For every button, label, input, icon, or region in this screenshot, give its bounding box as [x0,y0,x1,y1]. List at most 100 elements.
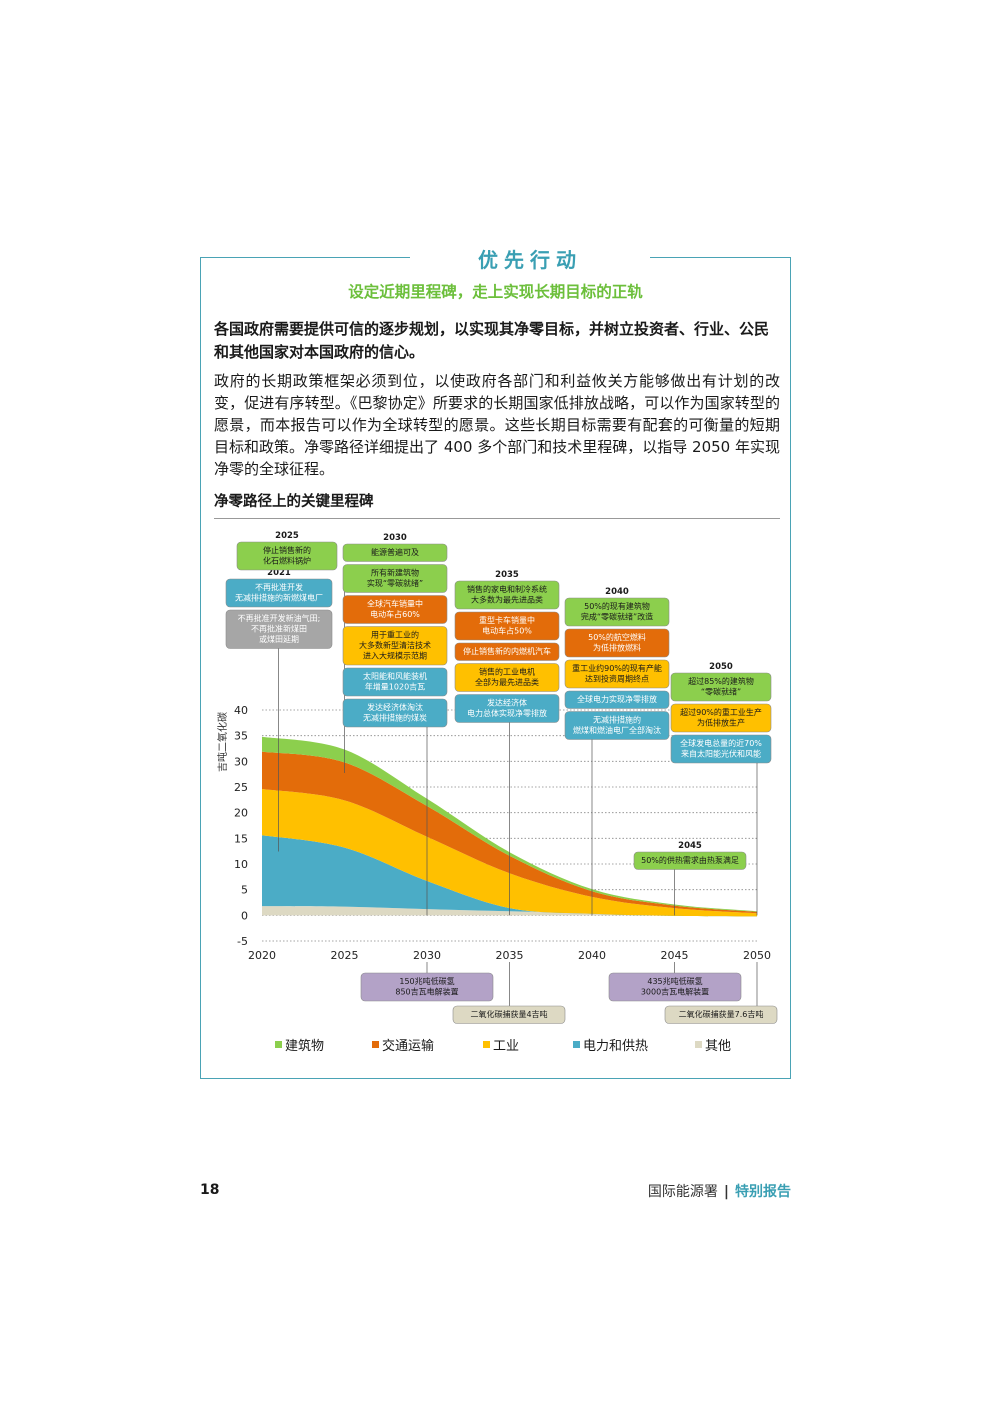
milestone-box-bottom [664,1005,778,1024]
milestone-box [454,642,560,661]
milestone-box-label: 来自太阳能光伏和风能 [681,749,761,759]
box-subtitle: 设定近期里程碑，走上实现长期目标的正轨 [348,283,643,301]
milestone-box [670,672,772,702]
milestone-box-label: 不再批准新煤田 [251,624,307,634]
footer-publisher: 国际能源署 [647,1184,718,1200]
milestone-box-label: 电动车占50% [482,626,532,636]
milestone-box-label: 达到投资周期终点 [585,674,649,684]
milestone-box-label: 燃煤和燃油电厂全部淘汰 [573,725,661,735]
milestone-box [564,711,670,740]
legend-label: 建筑物 [285,1038,324,1054]
milestone-box-label: 50%的航空燃料 [588,632,646,642]
milestone-box [342,595,448,624]
milestone-box-label: 能源普遍可及 [371,547,419,557]
milestone-box-label: 停止销售新的 [263,545,311,555]
milestone-box-bottom-label: 435兆吨低碳氢 [647,976,702,986]
footer-separator: | [723,1184,729,1200]
milestone-box-label: 所有新建筑物 [371,568,419,578]
milestone-box-label: 进入大规模示范期 [363,651,427,661]
y-tick-label: 0 [241,909,248,922]
milestone-box-label: 用于重工业的 [371,630,419,640]
box-top-right-border [650,257,791,258]
x-tick-label: 2045 [661,949,689,962]
x-tick-label: 2040 [578,949,606,962]
milestone-box-label: 电动车占60% [370,609,420,619]
milestone-box-label: 不再批准开发新油气田; [238,613,321,623]
legend-swatch [483,1041,490,1048]
page-number: 18 [200,1182,220,1198]
y-tick-label: 10 [234,858,248,871]
x-tick-label: 2050 [743,949,771,962]
milestone-box [454,611,560,641]
milestone-box [225,609,333,649]
milestone-box [342,698,448,728]
milestone-box-label: 为低排放生产 [697,718,745,728]
x-tick-label: 2035 [496,949,524,962]
legend-label: 电力和供热 [583,1039,648,1054]
area-other [262,906,757,916]
milestone-year: 2035 [495,570,519,580]
area-industry [262,789,757,917]
milestone-box-label: 全球发电总量的近70% [680,738,762,748]
milestone-box-bottom-label: 二氧化碳捕获量7.6吉吨 [679,1009,764,1019]
milestone-year: 2045 [678,841,702,851]
milestone-box-label: 大多数新型清洁技术 [359,640,431,650]
area-buildings [262,736,757,912]
chart-title: 净零路径上的关键里程碑 [214,494,374,510]
milestone-box-label: 太阳能和风能装机 [363,671,427,681]
milestone-box-label: 全球汽车销量中 [367,599,423,609]
y-tick-label: 25 [234,781,248,794]
milestone-box-label: 发达经济体 [487,698,527,708]
legend-label: 其他 [705,1039,731,1054]
milestone-box-label: 重型卡车销量中 [479,615,535,625]
milestone-year: 2050 [709,662,733,672]
milestone-box-label: 销售的工业电机 [479,667,535,677]
milestone-box-label: 实现“零碳就绪” [367,578,423,588]
x-tick-label: 2025 [331,949,359,962]
milestone-box-label: 完成“零碳就绪”改造 [581,612,653,622]
milestone-box-label: 电力总体实现净零排放 [467,708,547,718]
milestone-box-label: 大多数为最先进品类 [471,595,543,605]
legend-swatch [573,1041,580,1048]
milestone-box-label: 超过85%的建筑物 [688,676,754,686]
footer-publication: 国际能源署 | 特别报告 [540,1181,791,1201]
milestone-year: 2021 [267,568,291,578]
milestone-box [342,543,448,562]
milestone-box-label: 全球电力实现净零排放 [577,694,657,704]
milestone-box [454,663,560,692]
milestone-box-label: 销售的家电和制冷系统 [467,584,547,594]
milestone-box-bottom-label: 二氧化碳捕获量4吉吨 [470,1009,547,1019]
milestone-box-bottom-label: 850吉瓦电解装置 [395,987,458,997]
milestone-box-label: 全部为最先进品类 [475,677,539,687]
body-paragraph: 政府的长期政策框架必须到位，以使政府各部门和利益攸关方能够做出有计划的改变，促进… [214,372,780,478]
box-top-left-border [200,257,410,258]
legend-label: 交通运输 [382,1038,434,1054]
x-tick-label: 2020 [248,949,276,962]
milestone-box-label: 无减排措施的煤炭 [363,713,427,723]
y-tick-label: 5 [241,884,248,897]
milestone-box [564,690,670,709]
milestone-box [342,626,448,666]
y-tick-label: -5 [237,935,248,948]
milestone-box [342,667,448,697]
milestone-year: 2040 [605,587,629,597]
milestone-box-label: 50%的现有建筑物 [584,601,650,611]
milestone-box-label: 停止销售新的内燃机汽车 [463,646,551,656]
milestone-box-label: 发达经济体淘汰 [367,702,423,712]
milestone-box-label: 年增量1020吉瓦 [365,682,425,692]
milestone-box-label: 不再批准开发 [255,582,303,592]
milestone-box [342,564,448,593]
milestone-box [670,703,772,733]
milestone-box-label: 为低排放燃料 [593,643,641,653]
milestone-year: 2025 [275,531,299,541]
milestone-box [564,659,670,689]
milestone-box [564,597,670,627]
y-tick-label: 20 [234,807,248,820]
footer-report-type: 特别报告 [735,1184,791,1200]
milestone-year: 2030 [383,533,407,543]
chart-title-rule [214,518,780,519]
area-power [262,835,757,917]
legend-swatch [275,1041,282,1048]
milestone-box [454,694,560,723]
